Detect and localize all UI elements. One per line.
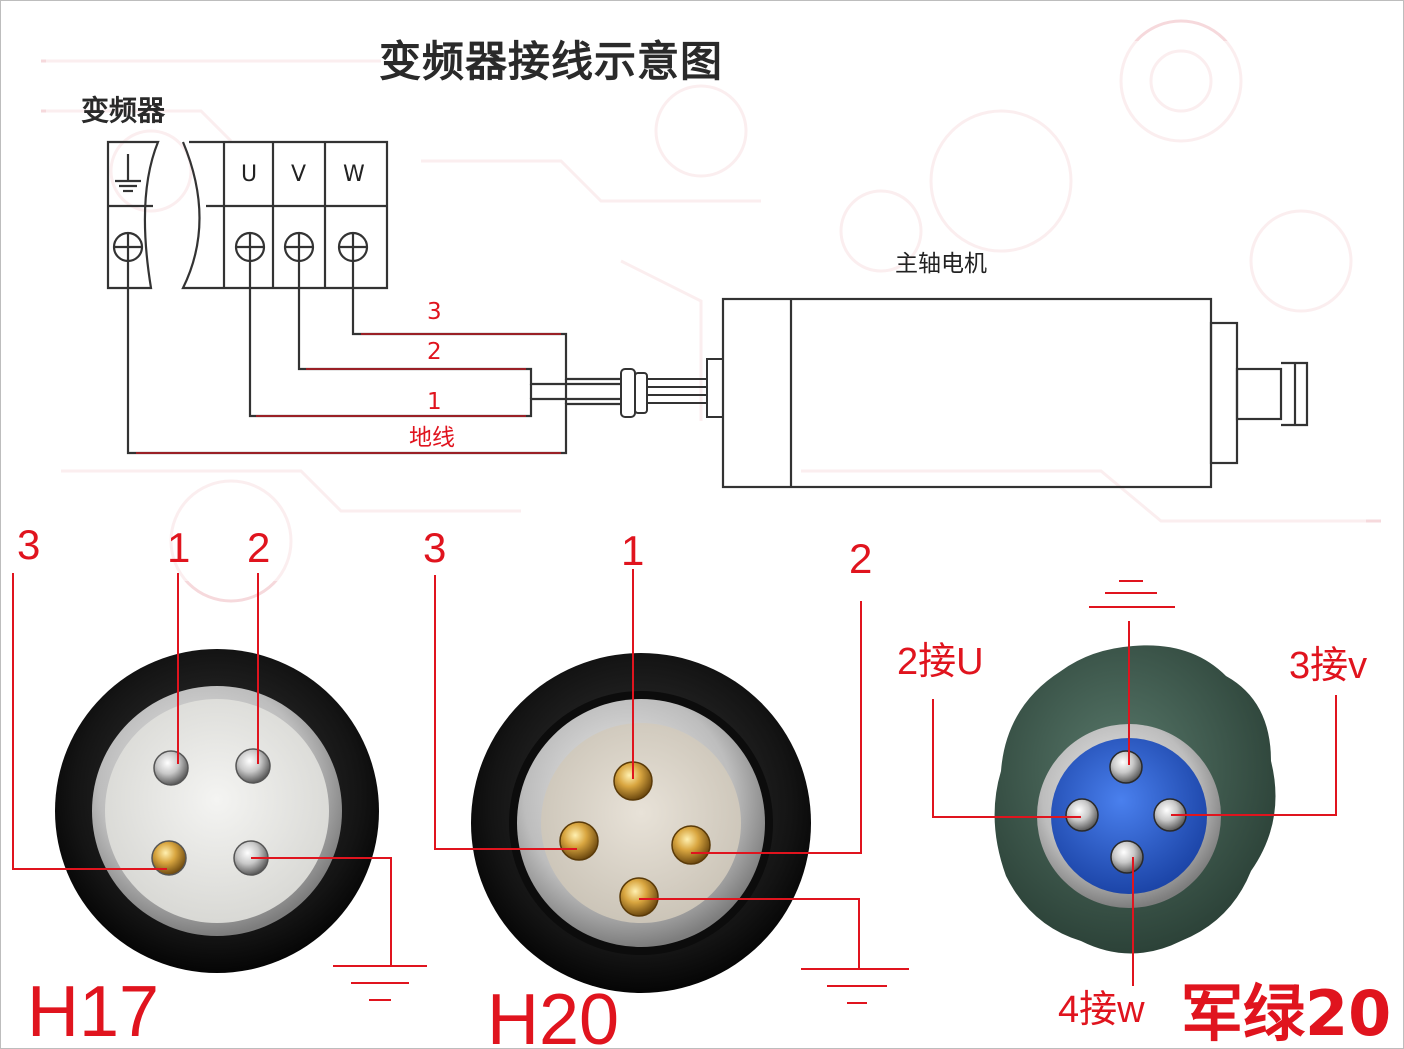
- green20-pin-w-label: 4接w: [1058, 989, 1145, 1031]
- h20-pin-2-label: 2: [849, 535, 873, 582]
- ground-wire-label: 地线: [409, 425, 455, 451]
- terminal-v-label: V: [291, 162, 307, 187]
- green20-connector: [994, 645, 1276, 954]
- wire-3-label: 3: [427, 299, 442, 325]
- wire-3: [351, 261, 621, 381]
- h17-pin-2-label: 2: [247, 524, 271, 571]
- diagram-title: 变频器接线示意图: [379, 37, 724, 86]
- green20-pin-u-label: 2接U: [897, 641, 984, 683]
- green20-model-label: 军绿20: [1181, 977, 1392, 1049]
- wire-ground: [126, 261, 621, 455]
- h17-model-label: H17: [27, 972, 160, 1049]
- ground-terminal-block: [106, 140, 160, 290]
- spindle-motor: [721, 297, 1309, 489]
- green20-pin-leaders: [932, 580, 1337, 986]
- h17-pin-leaders: [12, 573, 427, 1001]
- motor-label: 主轴电机: [895, 251, 987, 277]
- terminal-w-label: W: [343, 162, 365, 187]
- inverter-label: 变频器: [81, 94, 166, 127]
- h20-pin-3-label: 3: [423, 524, 447, 571]
- h17-pin-3-label: 3: [17, 521, 41, 568]
- wire-1: [248, 261, 621, 418]
- h17-connector: [55, 649, 379, 973]
- green20-pin-v-label: 3接v: [1289, 645, 1368, 687]
- h20-pin-1-label: 1: [621, 527, 645, 574]
- terminal-u-label: U: [241, 162, 258, 187]
- uvw-terminal-block: [181, 140, 389, 290]
- wire-2-label: 2: [427, 339, 442, 365]
- h20-connector: [471, 653, 811, 993]
- wire-1-label: 1: [427, 389, 442, 415]
- h20-pin-leaders: [434, 569, 909, 1004]
- h17-pin-1-label: 1: [167, 524, 191, 571]
- wire-2: [297, 261, 621, 386]
- h20-model-label: H20: [487, 980, 620, 1049]
